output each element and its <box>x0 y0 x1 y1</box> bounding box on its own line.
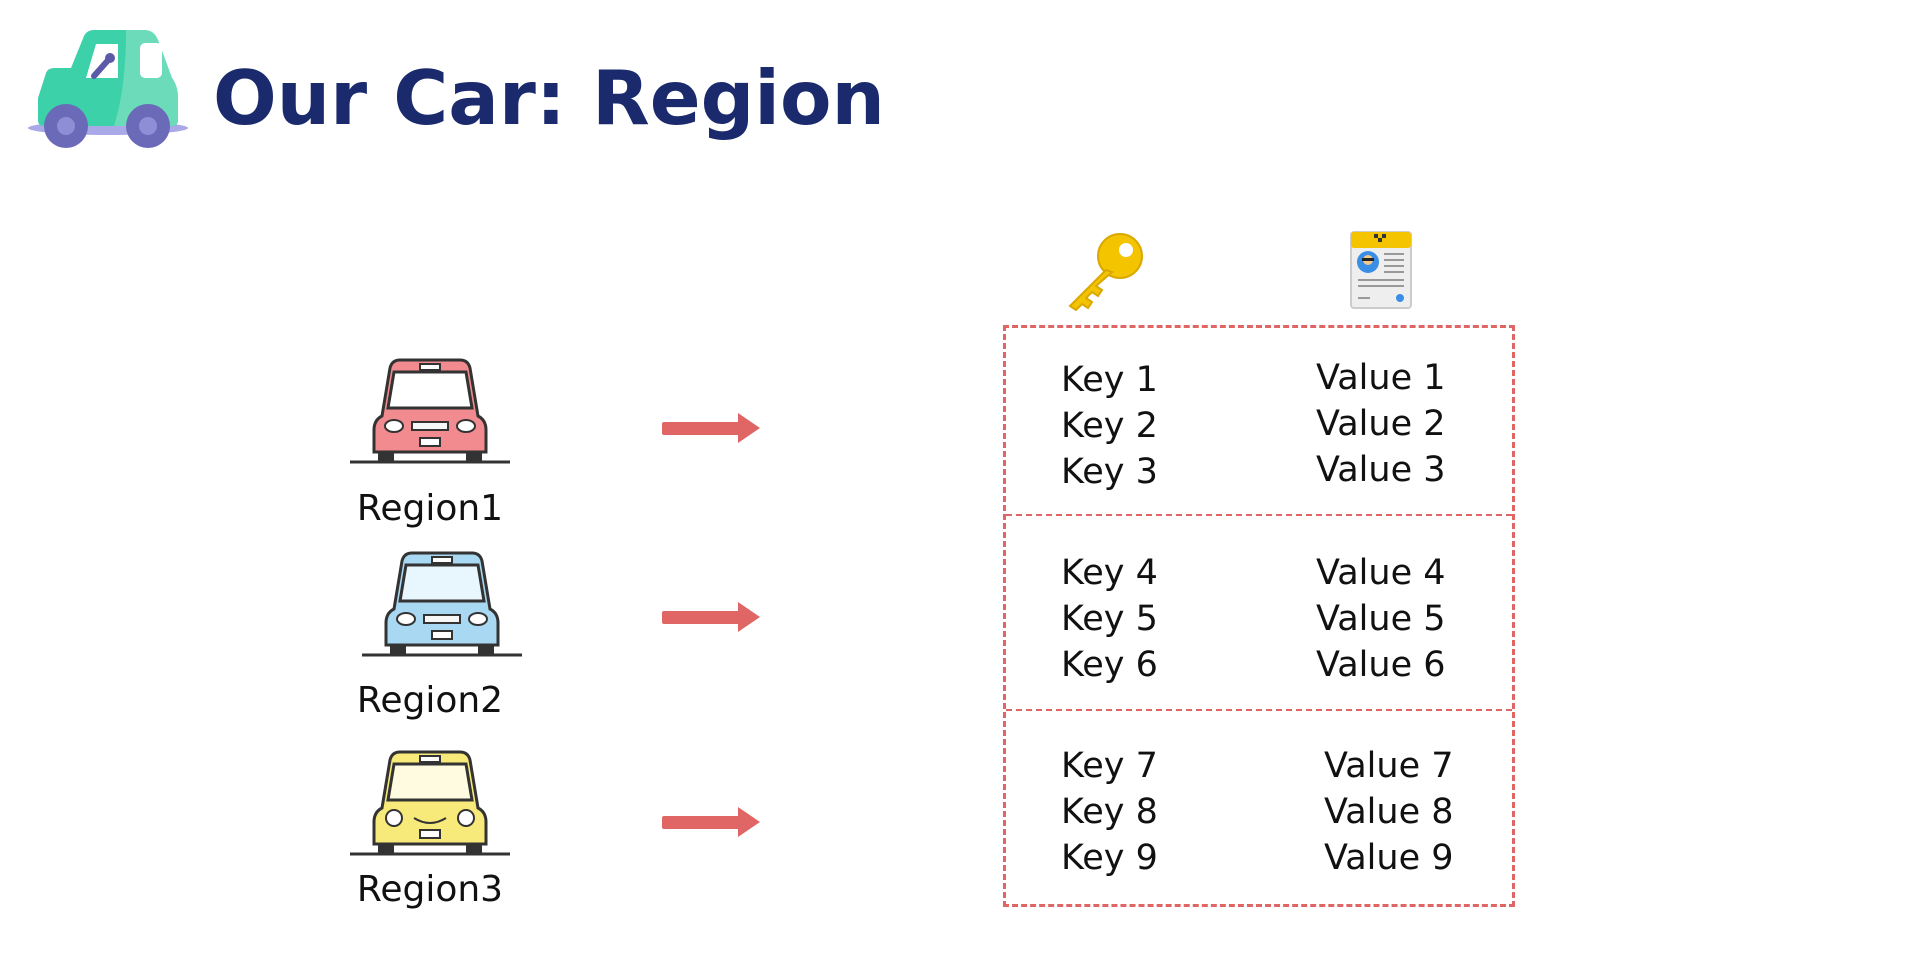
car-front-icon <box>362 551 522 657</box>
value-cell: Value 6 <box>1316 645 1446 685</box>
key-cell: Key 3 <box>1061 452 1158 492</box>
page-title: Our Car: Region <box>213 54 885 142</box>
region-label: Region3 <box>356 869 504 910</box>
arrow-icon <box>662 602 760 632</box>
key-cell: Key 7 <box>1061 746 1158 786</box>
key-column: Key 4 Key 5 Key 6 <box>1061 550 1158 688</box>
region-divider <box>1006 514 1512 516</box>
key-cell: Key 6 <box>1061 645 1158 685</box>
value-cell: Value 2 <box>1316 404 1446 444</box>
key-cell: Key 2 <box>1061 406 1158 446</box>
car-front-icon <box>350 358 510 464</box>
value-cell: Value 5 <box>1316 599 1446 639</box>
value-cell: Value 9 <box>1324 838 1454 878</box>
key-cell: Key 1 <box>1061 360 1158 400</box>
arrow-icon <box>662 413 760 443</box>
key-cell: Key 8 <box>1061 792 1158 832</box>
region-label: Region2 <box>356 680 504 721</box>
value-column: Value 7 Value 8 Value 9 <box>1324 743 1454 881</box>
key-icon <box>1068 233 1143 312</box>
key-cell: Key 4 <box>1061 553 1158 593</box>
key-column: Key 7 Key 8 Key 9 <box>1061 743 1158 881</box>
value-cell: Value 3 <box>1316 450 1446 490</box>
car-icon <box>28 30 188 148</box>
key-cell: Key 9 <box>1061 838 1158 878</box>
value-column: Value 4 Value 5 Value 6 <box>1316 550 1446 688</box>
car-front-icon <box>350 750 510 856</box>
region-divider <box>1006 709 1512 711</box>
value-cell: Value 1 <box>1316 358 1446 398</box>
key-cell: Key 5 <box>1061 599 1158 639</box>
value-cell: Value 8 <box>1324 792 1454 832</box>
id-card-icon <box>1350 231 1412 309</box>
value-column: Value 1 Value 2 Value 3 <box>1316 355 1446 493</box>
key-column: Key 1 Key 2 Key 3 <box>1061 357 1158 495</box>
value-cell: Value 7 <box>1324 746 1454 786</box>
region-table <box>1003 325 1515 907</box>
region-label: Region1 <box>356 488 504 529</box>
arrow-icon <box>662 807 760 837</box>
value-cell: Value 4 <box>1316 553 1446 593</box>
